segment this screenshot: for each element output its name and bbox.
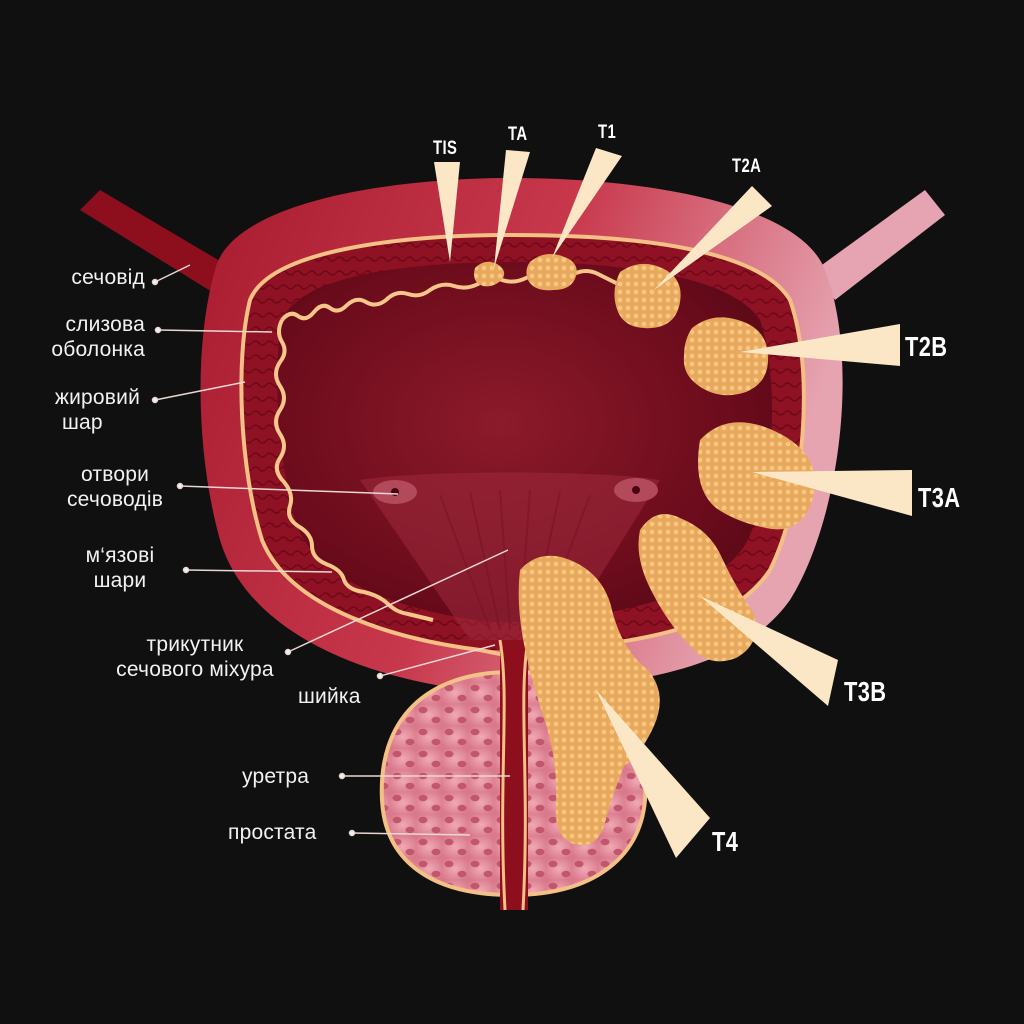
label-fat-2: шар (62, 411, 103, 434)
stage-label-tis: TIS (433, 138, 458, 159)
stage-label-t4: T4 (712, 826, 739, 857)
label-muscle-2: шари (93, 569, 147, 592)
stage-label-t2a: T2A (732, 156, 762, 177)
tumor-t3b (638, 514, 756, 662)
label-mucosa-2: оболонка (51, 338, 145, 361)
tumor-t1 (526, 254, 577, 291)
left-ureter (80, 190, 235, 300)
arrow-t2a (654, 186, 772, 290)
label-prostate: простата (228, 821, 317, 844)
label-trigone-2: сечового міхура (116, 658, 274, 681)
arrow-t3b (700, 596, 838, 706)
stage-label-t3b: T3B (844, 676, 887, 707)
tumor-t2b (683, 317, 769, 396)
arrow-t2b (740, 324, 900, 366)
label-orifices-2: сечоводів (66, 488, 164, 511)
label-muscle-1: м‘язові (85, 544, 155, 567)
label-urethra: уретра (242, 765, 310, 788)
leader-lines (151, 264, 510, 837)
arrow-t1 (552, 148, 622, 258)
tumors (474, 254, 815, 846)
stage-label-t2b: T2B (905, 331, 948, 362)
label-neck: шийка (298, 685, 361, 708)
label-fat-1: жировий (54, 386, 140, 409)
arrow-tis (434, 162, 460, 262)
stage-label-t3a: T3A (918, 482, 961, 513)
stage-label-t1: T1 (598, 122, 617, 143)
tumor-ta (474, 261, 505, 287)
fat-line (239, 232, 806, 657)
arrow-t4 (596, 690, 710, 858)
tumor-t3a (698, 422, 815, 530)
arrow-t3a (752, 470, 912, 516)
right-ureter (815, 190, 945, 300)
stage-label-ta: TA (508, 124, 528, 145)
label-trigone-1: трикутник (146, 633, 244, 656)
label-mucosa-1: слизова (65, 313, 145, 336)
stage-arrows (434, 148, 912, 858)
arrow-ta (494, 150, 530, 268)
label-orifices-1: отвори (80, 463, 150, 486)
tumor-t4 (518, 555, 660, 846)
label-ureter: сечовід (71, 266, 145, 289)
urethra-tube (500, 640, 528, 910)
